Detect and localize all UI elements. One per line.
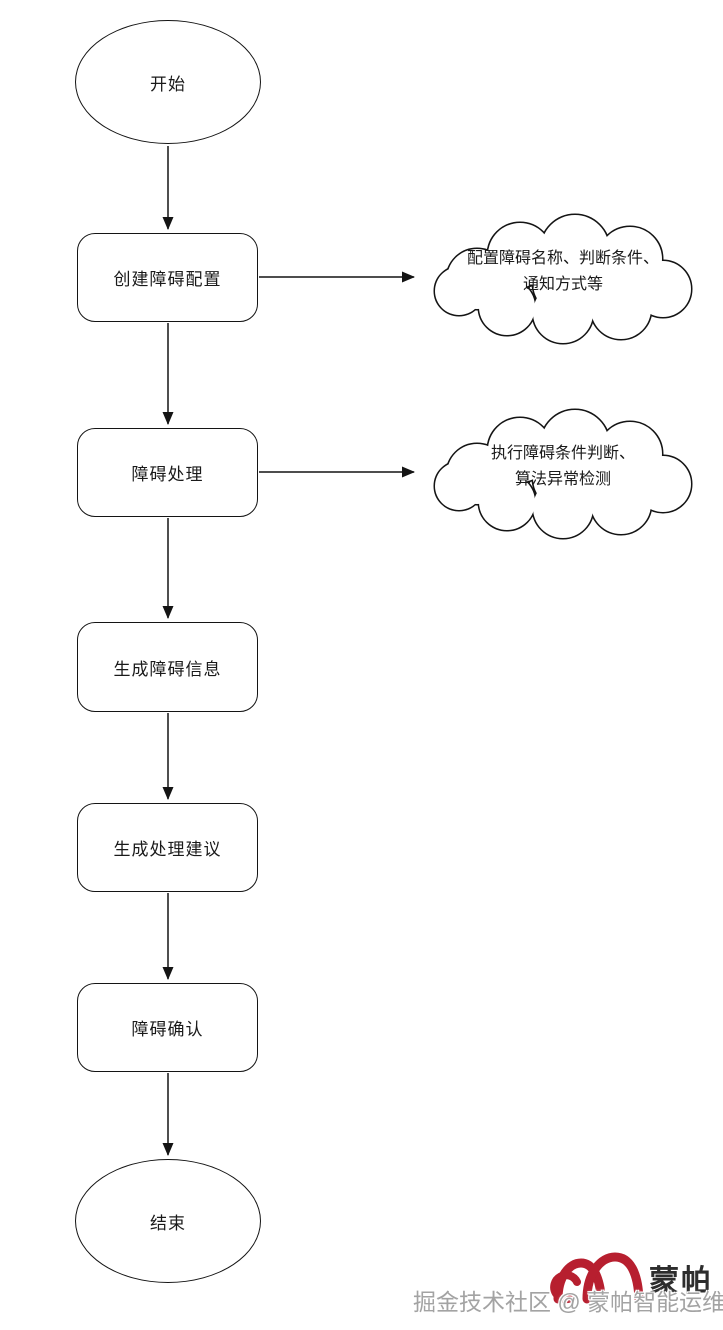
cloud-2-line-2: 算法异常检测 [514, 471, 611, 488]
cloud-1-line-1: 配置障碍名称、判断条件、 [466, 250, 659, 267]
cloud-1-line-2: 通知方式等 [522, 276, 603, 293]
annotation-cloud-2-text: 执行障碍条件判断、 算法异常检测 [443, 438, 683, 496]
node-fault-confirm-label: 障碍确认 [131, 1020, 204, 1039]
node-generate-info: 生成障碍信息 [77, 622, 258, 712]
node-generate-info-label: 生成障碍信息 [113, 659, 222, 679]
watermark-text: 掘金技术社区 @ 蒙帕智能运维 [413, 1289, 723, 1315]
node-create-config: 创建障碍配置 [77, 233, 258, 322]
cloud-2-line-1: 执行障碍条件判断、 [490, 445, 635, 462]
node-fault-handling-label: 障碍处理 [131, 465, 204, 484]
node-end-label: 结束 [150, 1213, 186, 1233]
node-fault-confirm: 障碍确认 [77, 983, 258, 1072]
node-fault-handling: 障碍处理 [77, 428, 258, 517]
mengpa-logo-wordmark: 蒙帕 [649, 1265, 713, 1298]
annotation-cloud-1-text: 配置障碍名称、判断条件、 通知方式等 [443, 243, 683, 301]
node-create-config-label: 创建障碍配置 [113, 270, 222, 289]
node-start-label: 开始 [150, 74, 186, 94]
node-start: 开始 [75, 20, 261, 144]
node-end: 结束 [75, 1159, 261, 1283]
node-generate-suggestion-label: 生成处理建议 [113, 840, 222, 859]
node-generate-suggestion: 生成处理建议 [77, 803, 258, 892]
mengpa-logo-icon [550, 1252, 644, 1304]
